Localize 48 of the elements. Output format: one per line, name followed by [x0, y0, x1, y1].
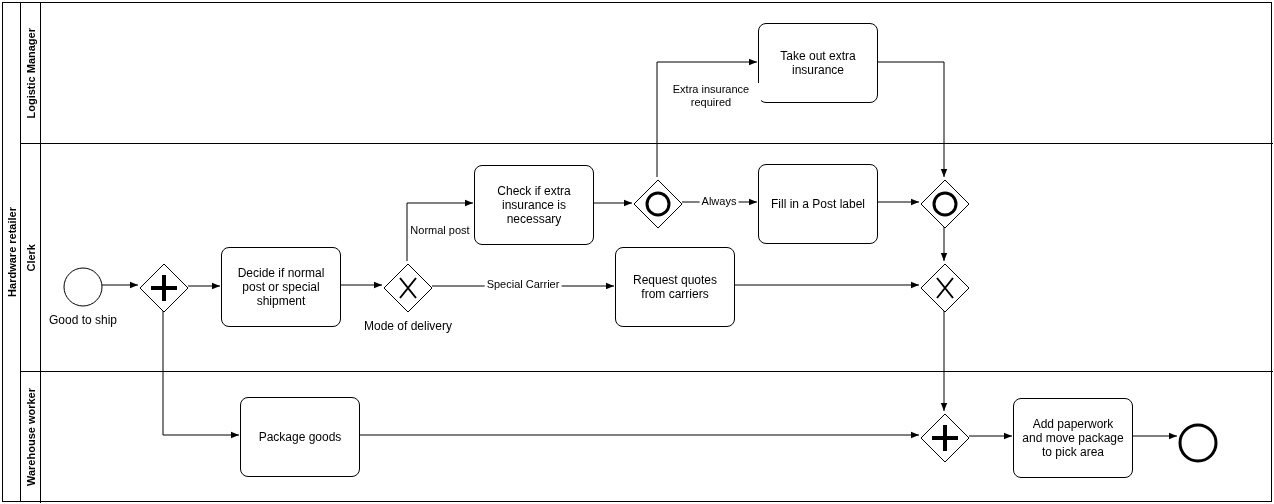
inclusive-gateway-diamond — [920, 179, 970, 229]
pool-label: Hardware retailer — [5, 207, 18, 297]
end-event-circle — [1178, 423, 1218, 463]
task-box — [221, 247, 341, 327]
start-event-circle — [63, 267, 103, 307]
task-label: Add paperwork and move package to pick area — [1022, 417, 1124, 459]
task-box — [1013, 398, 1133, 478]
sequence-flow-arrow — [876, 61, 948, 178]
edge-label: Normal post — [408, 223, 472, 237]
task-box — [758, 23, 878, 103]
task-box — [240, 397, 360, 477]
sequence-flow-arrow — [940, 310, 948, 412]
task-label: Decide if normal post or special shipment — [236, 266, 326, 308]
event-caption: Mode of delivery — [363, 319, 453, 333]
sequence-flow-arrow — [406, 199, 474, 262]
parallel-gateway-diamond — [920, 413, 970, 463]
parallel-gateway-diamond — [139, 263, 189, 313]
task-label: Request quotes from carriers — [631, 273, 719, 301]
swimlane — [21, 143, 1273, 371]
sequence-flow-arrow — [162, 310, 240, 439]
inclusive-gateway-diamond — [633, 179, 683, 229]
swimlane — [21, 371, 1273, 503]
sequence-flow-arrow — [339, 281, 383, 289]
sequence-flow-arrow — [940, 226, 948, 262]
lane-label: Logistic Manager — [24, 27, 37, 119]
task-label: Take out extra insurance — [779, 49, 857, 77]
sequence-flow-arrow — [1131, 432, 1178, 440]
edge-label: Special Carrier — [484, 277, 562, 291]
task-box — [758, 164, 878, 244]
sequence-flow-arrow — [358, 431, 920, 439]
task-label: Package goods — [258, 430, 342, 444]
sequence-flow-arrow — [876, 198, 920, 206]
task-label: Check if extra insurance is necessary — [496, 184, 572, 226]
lane-label: Clerk — [24, 243, 37, 272]
sequence-flow-arrow — [656, 58, 758, 178]
edge-label: Always — [699, 194, 739, 208]
task-box — [474, 165, 594, 245]
event-caption: Good to ship — [47, 313, 118, 327]
task-box — [615, 247, 735, 327]
exclusive-gateway-diamond — [920, 263, 970, 313]
task-label: Fill in a Post label — [770, 197, 865, 211]
sequence-flow-arrow — [968, 432, 1013, 440]
exclusive-gateway-diamond — [383, 263, 433, 313]
lane-label: Warehouse worker — [24, 388, 37, 487]
sequence-flow-arrow — [187, 282, 221, 290]
sequence-flow-arrow — [733, 281, 920, 289]
sequence-flow-arrow — [101, 281, 139, 289]
sequence-flow-arrow — [592, 199, 633, 207]
